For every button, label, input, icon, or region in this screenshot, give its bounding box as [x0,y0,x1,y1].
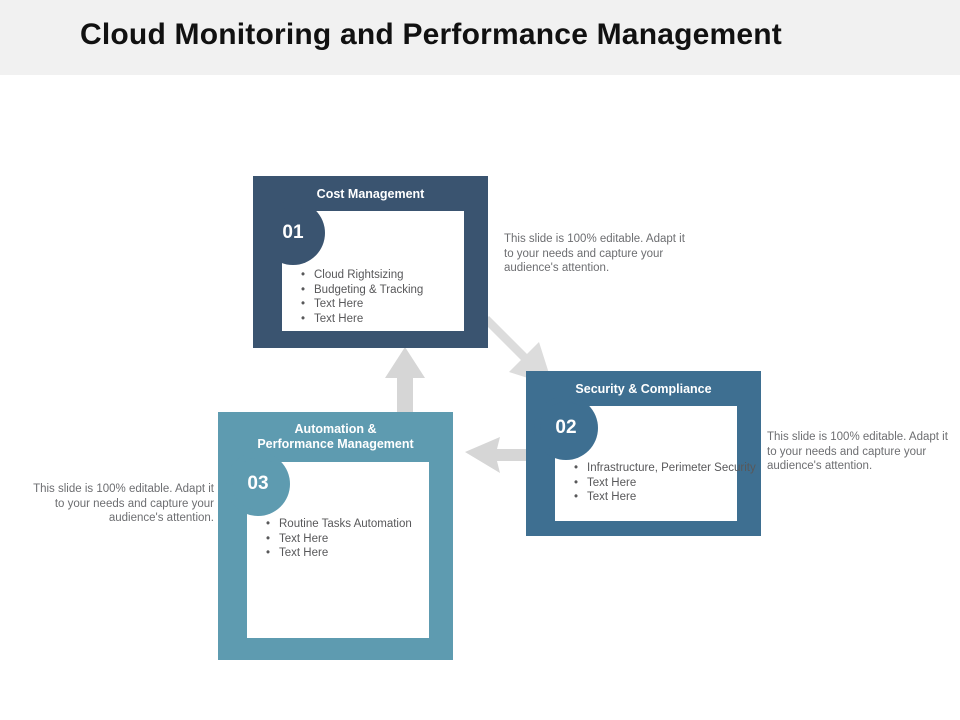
card-03-bullet-list: Routine Tasks Automation Text Here Text … [266,517,412,561]
list-item: Cloud Rightsizing [301,268,423,283]
list-item: Text Here [574,490,756,505]
side-note-card-02: This slide is 100% editable. Adapt it to… [767,431,948,472]
card-01-number-badge: 01 [267,207,319,259]
arrow-03-to-01-icon [385,347,425,415]
slide-canvas: Cost Management 01 Cloud Rightsizing Bud… [0,75,960,720]
header-band [0,0,960,75]
card-03-title: Automation & Performance Management [218,422,453,452]
page-title: Cloud Monitoring and Performance Managem… [80,18,782,51]
list-item: Text Here [301,297,423,312]
card-02-number-badge: 02 [540,402,592,454]
list-item: Text Here [301,312,423,327]
card-03-title-line-2: Performance Management [257,437,414,451]
card-02-title: Security & Compliance [575,382,712,396]
list-item: Text Here [266,532,412,547]
arrows-layer [385,316,553,473]
card-03-number-badge: 03 [232,458,284,510]
side-note-card-03: This slide is 100% editable. Adapt it to… [33,483,214,524]
card-01-title: Cost Management [316,187,425,201]
card-security-compliance[interactable]: Security & Compliance 02 Infrastructure,… [526,371,761,536]
list-item: Routine Tasks Automation [266,517,412,532]
card-cost-management[interactable]: Cost Management 01 Cloud Rightsizing Bud… [253,176,488,348]
side-note-card-01: This slide is 100% editable. Adapt it to… [504,233,685,274]
list-item: Budgeting & Tracking [301,283,423,298]
list-item: Text Here [574,476,756,491]
arrow-02-to-03-icon [465,437,533,473]
list-item: Text Here [266,546,412,561]
card-automation-performance[interactable]: Automation & Performance Management 03 R… [218,412,453,660]
card-03-title-line-1: Automation & [294,422,377,436]
card-02-bullet-list: Infrastructure, Perimeter Security Text … [574,461,756,505]
card-01-bullet-list: Cloud Rightsizing Budgeting & Tracking T… [301,268,423,326]
list-item: Infrastructure, Perimeter Security [574,461,756,476]
